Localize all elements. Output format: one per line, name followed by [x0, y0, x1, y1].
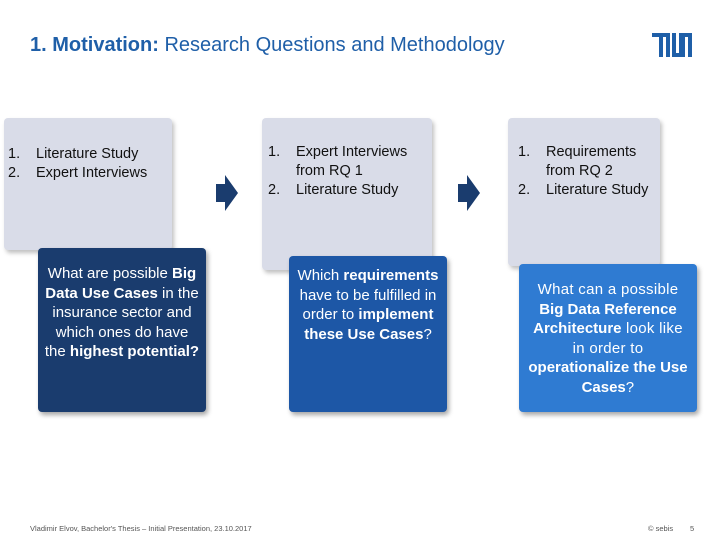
method-box-2	[262, 118, 432, 270]
list-number: 1.	[268, 144, 281, 160]
list-item: 2. Expert Interviews	[8, 164, 168, 183]
title-rest: Research Questions and Methodology	[158, 34, 505, 56]
list-item: 2. Literature Study	[268, 181, 430, 200]
slide-title: 1. Motivation: Research Questions and Me…	[30, 34, 505, 57]
rq-text-bold: requirements	[343, 267, 439, 284]
list-number: 2.	[268, 182, 281, 198]
list-item: 1. Requirements from RQ 2	[518, 143, 662, 181]
rq-text-bold: Big Data Reference Architecture	[533, 300, 677, 338]
list-text: Literature Study	[36, 146, 139, 162]
rq-text-bold: Big Data Use Cases	[45, 265, 197, 302]
rq-text-bold: operationalize the Use Cases	[528, 359, 688, 396]
list-item: 1. Literature Study	[8, 145, 168, 164]
method-list-3: 1. Requirements from RQ 2 2. Literature St…	[518, 143, 662, 200]
list-number: 1.	[518, 144, 531, 160]
list-number: 1.	[8, 146, 21, 162]
rq-text: in the insurance sector and which ones d…	[44, 284, 199, 361]
list-text: Literature Study	[546, 182, 649, 198]
list-item: 1. Expert Interviews from RQ 1	[268, 143, 430, 181]
rq-text-bold: highest potential?	[69, 343, 200, 360]
title-bold: 1. Motivation:	[30, 34, 159, 56]
method-box-3	[508, 118, 660, 266]
rq-text: Which	[297, 267, 344, 284]
rq-text: look like in order to	[572, 320, 683, 357]
list-item: 2. Literature Study	[518, 181, 662, 200]
rq-text: What can a possible	[537, 281, 679, 298]
arrow-right-icon	[216, 175, 238, 211]
rq-text: What are possible	[47, 265, 173, 282]
list-text: Requirements from RQ 2	[546, 144, 637, 179]
list-text: Expert Interviews	[36, 165, 148, 181]
research-question-2: Which requirements have to be fulfilled …	[289, 256, 447, 412]
footer-copyright: © sebis	[648, 524, 674, 533]
method-list-1: 1. Literature Study 2. Expert Interviews	[8, 145, 168, 183]
method-list-2: 1. Expert Interviews from RQ 1 2. Literatu…	[268, 143, 430, 200]
tum-logo	[652, 33, 692, 57]
method-box-1	[4, 118, 172, 250]
rq-text: ?	[423, 325, 432, 343]
rq-text-bold: implement these Use Cases	[304, 306, 434, 343]
list-number: 2.	[518, 182, 531, 198]
rq-text: ?	[625, 378, 635, 396]
list-text: Literature Study	[296, 182, 399, 198]
rq-text: have to be fulfilled in order to	[299, 286, 437, 324]
research-question-3: What can a possible Big Data Reference A…	[519, 264, 697, 412]
arrow-right-icon	[458, 175, 480, 211]
footer-page-number: 5	[690, 524, 695, 533]
footer-author: Vladimir Elvov, Bachelor's Thesis – Init…	[30, 524, 252, 533]
list-text: Expert Interviews from RQ 1	[296, 144, 408, 179]
list-number: 2.	[8, 165, 21, 181]
research-question-1: What are possible Big Data Use Cases in …	[38, 248, 206, 412]
